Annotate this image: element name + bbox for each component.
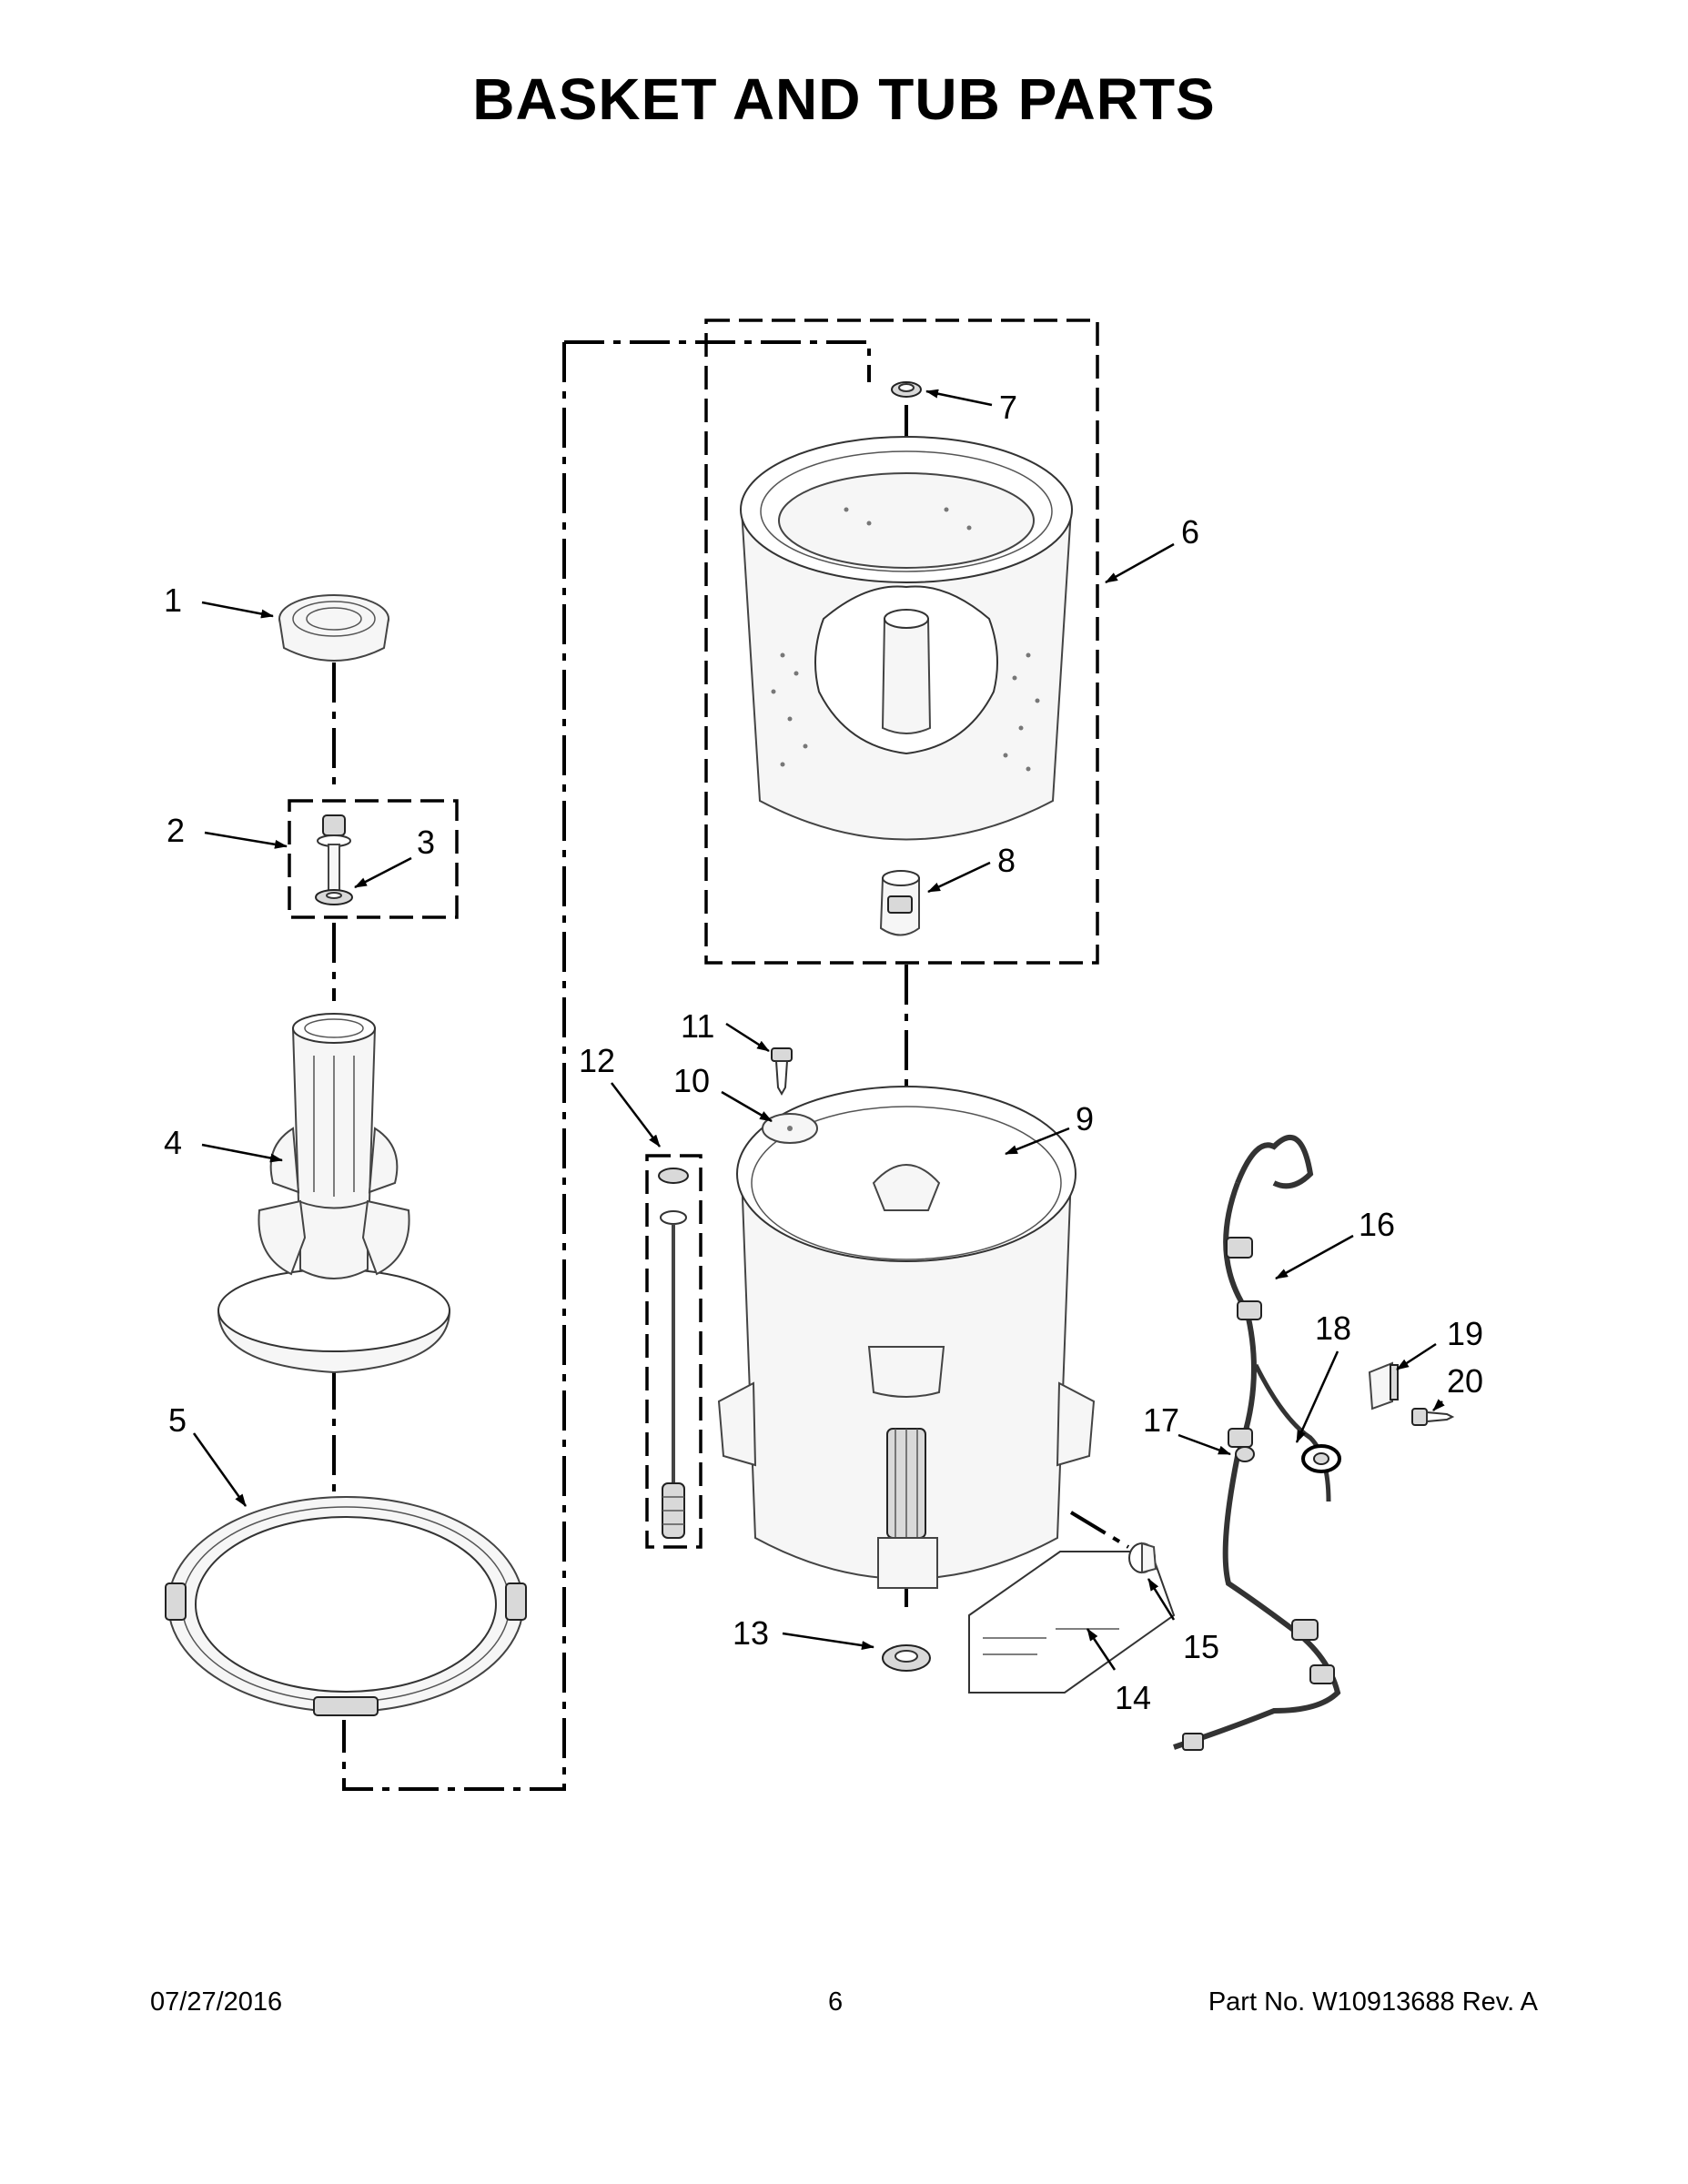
callout-7: 7 xyxy=(999,389,1017,426)
assembly-path-top xyxy=(564,340,871,382)
callout-6: 6 xyxy=(1181,513,1199,551)
callout-4: 4 xyxy=(164,1124,182,1161)
callout-1: 1 xyxy=(164,581,182,619)
leader-9 xyxy=(1005,1127,1070,1156)
leader-5 xyxy=(192,1432,248,1507)
leader-7 xyxy=(925,389,993,407)
part-screw xyxy=(771,1047,793,1097)
callout-12: 12 xyxy=(579,1042,615,1079)
part-harness-bracket xyxy=(1368,1361,1399,1410)
callout-18: 18 xyxy=(1315,1309,1351,1347)
leader-1 xyxy=(201,601,274,619)
part-bracket-screw xyxy=(1411,1408,1455,1426)
axis-line-drain-plug xyxy=(1069,1511,1130,1549)
part-drain-plug xyxy=(1128,1542,1157,1574)
fastener-kit-box xyxy=(288,799,459,919)
callout-9: 9 xyxy=(1076,1100,1094,1138)
part-agitator-bolt xyxy=(317,814,351,893)
part-basket xyxy=(740,436,1073,841)
callout-3: 3 xyxy=(417,824,435,861)
callout-19: 19 xyxy=(1447,1315,1483,1352)
leader-13 xyxy=(782,1632,874,1651)
leader-4 xyxy=(201,1143,283,1163)
callout-10: 10 xyxy=(673,1062,710,1099)
leader-3 xyxy=(354,856,412,889)
leader-10 xyxy=(721,1090,773,1123)
part-harness-clip xyxy=(1235,1446,1255,1462)
leader-8 xyxy=(927,861,991,894)
part-agitator xyxy=(217,1013,451,1374)
part-washer xyxy=(315,889,353,905)
page-title: BASKET AND TUB PARTS xyxy=(472,66,1216,132)
leader-17 xyxy=(1178,1433,1231,1456)
leader-12 xyxy=(611,1082,661,1148)
callout-15: 15 xyxy=(1183,1628,1219,1665)
part-instruction-label xyxy=(968,1551,1176,1694)
part-agitator-cap xyxy=(278,594,389,662)
leader-6 xyxy=(1105,542,1175,584)
leader-11 xyxy=(725,1022,770,1053)
callout-17: 17 xyxy=(1143,1401,1179,1439)
part-wire-harness xyxy=(1173,1135,1341,1751)
callout-2: 2 xyxy=(167,812,185,849)
footer-part-number: Part No. W10913688 Rev. A xyxy=(1208,1987,1538,2017)
part-harness-grommet xyxy=(1301,1444,1341,1473)
pressure-hose-kit-box xyxy=(645,1154,702,1549)
callout-5: 5 xyxy=(168,1401,187,1439)
callout-11: 11 xyxy=(681,1007,714,1045)
assembly-path-outer xyxy=(342,342,566,1791)
callout-14: 14 xyxy=(1115,1679,1151,1716)
basket-assembly-box xyxy=(704,318,1099,965)
leader-15 xyxy=(1147,1578,1176,1621)
basket-perforations xyxy=(771,507,1040,772)
leader-19 xyxy=(1396,1342,1437,1371)
part-drive-hub xyxy=(879,870,920,936)
callout-8: 8 xyxy=(997,842,1016,879)
leader-20 xyxy=(1432,1399,1445,1411)
leader-16 xyxy=(1275,1234,1354,1280)
leader-14 xyxy=(1086,1628,1117,1671)
part-tub-seal xyxy=(882,1644,931,1672)
part-pressure-hose xyxy=(658,1168,689,1539)
leader-18 xyxy=(1295,1350,1339,1443)
part-outer-tub xyxy=(717,1086,1096,1589)
callout-13: 13 xyxy=(733,1614,769,1652)
leader-2 xyxy=(204,831,288,849)
callout-20: 20 xyxy=(1447,1362,1483,1400)
part-tub-plate xyxy=(762,1113,818,1144)
part-spanner-nut xyxy=(891,381,922,398)
footer-page-number: 6 xyxy=(828,1987,844,2017)
part-balance-ring xyxy=(165,1496,527,1716)
footer-date: 07/27/2016 xyxy=(150,1987,283,2017)
callout-16: 16 xyxy=(1359,1206,1395,1243)
